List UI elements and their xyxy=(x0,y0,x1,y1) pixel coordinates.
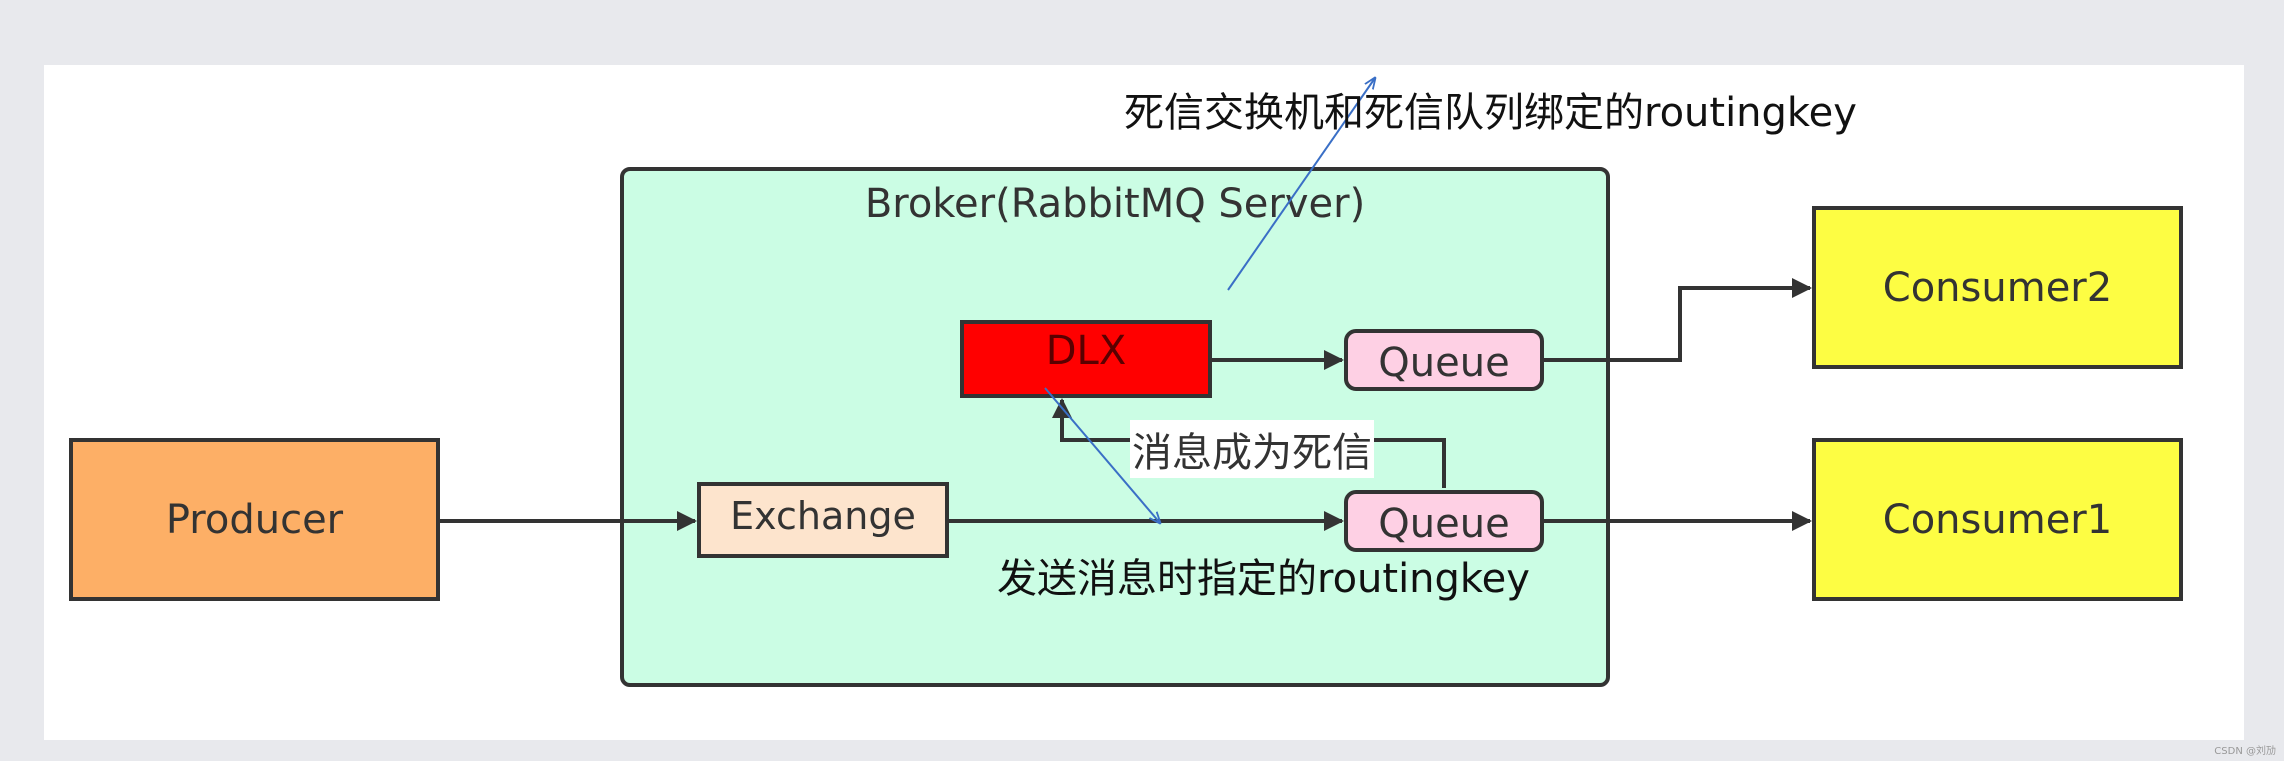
dead-letter-queue-node: Queue xyxy=(1344,329,1544,391)
dlx-node: DLX xyxy=(960,320,1212,398)
consumer2-node: Consumer2 xyxy=(1812,206,2183,369)
broker-container: Broker(RabbitMQ Server) xyxy=(620,167,1610,687)
annotation-line-send-routing xyxy=(1044,387,1160,523)
dlx-binding-label: 死信交换机和死信队列绑定的routingkey xyxy=(1124,90,1857,136)
exchange-node: Exchange xyxy=(697,482,949,558)
dead-letter-label: 消息成为死信 xyxy=(1130,420,1374,478)
watermark-text: CSDN @刘劢 xyxy=(2214,746,2276,757)
edge-queue-consumer2 xyxy=(1544,278,1812,362)
broker-title: Broker(RabbitMQ Server) xyxy=(864,181,1366,227)
producer-node: Producer xyxy=(69,438,440,601)
normal-queue-node: Queue xyxy=(1344,490,1544,552)
consumer1-node: Consumer1 xyxy=(1812,438,2183,601)
send-routing-label: 发送消息时指定的routingkey xyxy=(997,556,1530,602)
annotation-line-dlx-binding xyxy=(1227,78,1375,291)
